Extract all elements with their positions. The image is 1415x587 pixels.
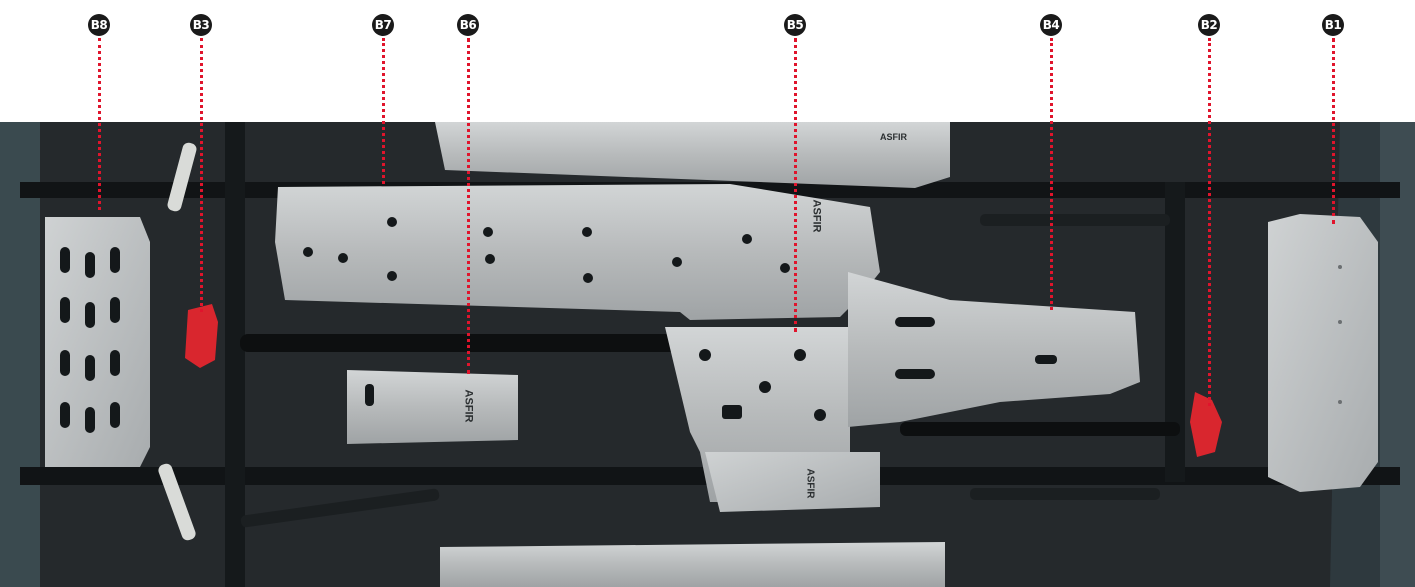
callout-b5-leader — [794, 38, 797, 332]
callout-b3: B3 — [190, 14, 212, 36]
callout-b1-leader — [1332, 38, 1335, 224]
vehicle-underbody-photo — [0, 122, 1415, 587]
callout-b4-leader — [1050, 38, 1053, 310]
plate-brand-stamp: ASFIR — [880, 132, 907, 142]
callout-b6: B6 — [457, 14, 479, 36]
callout-b4: B4 — [1040, 14, 1062, 36]
callout-b7: B7 — [372, 14, 394, 36]
callout-b2-leader — [1208, 38, 1211, 406]
callout-b3-leader — [200, 38, 203, 312]
plate-brand-stamp: ASFIR — [810, 199, 823, 233]
callout-b6-leader — [467, 38, 470, 374]
callout-b8: B8 — [88, 14, 110, 36]
plate-brand-stamp: ASFIR — [804, 468, 816, 499]
callout-b2: B2 — [1198, 14, 1220, 36]
callout-b5: B5 — [784, 14, 806, 36]
callout-b8-leader — [98, 38, 101, 210]
callout-b7-leader — [382, 38, 385, 184]
plate-brand-stamp: ASFIR — [462, 389, 475, 423]
callout-b1: B1 — [1322, 14, 1344, 36]
